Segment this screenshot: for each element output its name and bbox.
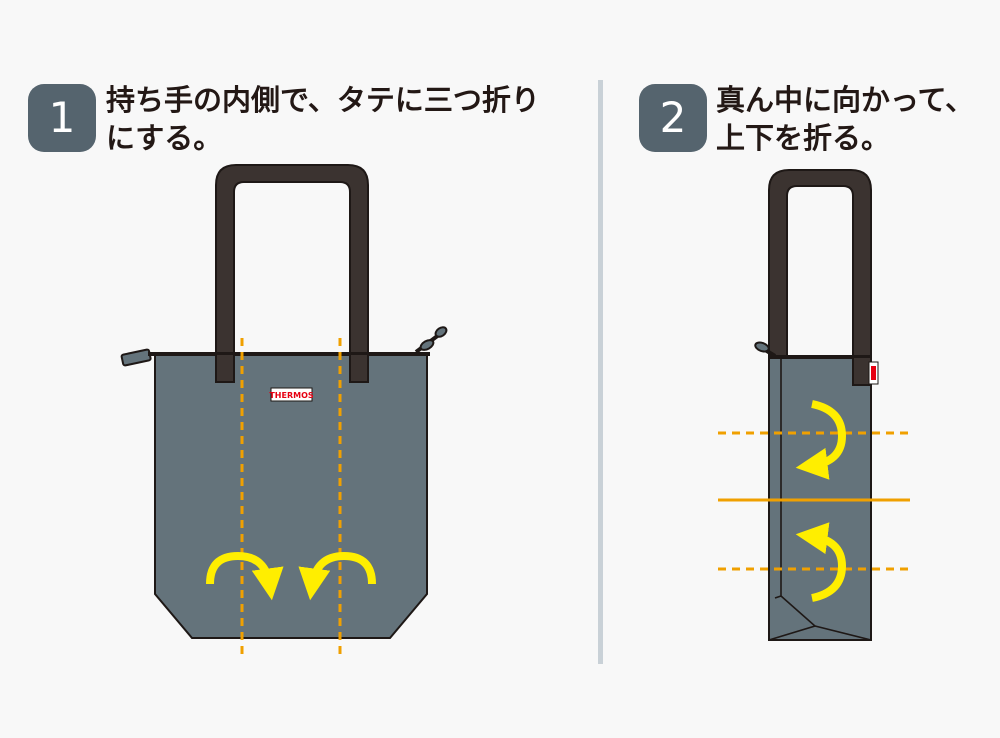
fold-arrow-left [206, 551, 284, 601]
fold-arrow-top [795, 400, 847, 480]
step-1-badge: 1 [28, 84, 96, 152]
bag-handle [215, 164, 369, 383]
brand-tag [868, 361, 879, 385]
step-2-badge: 2 [639, 84, 707, 152]
fold-arrow-bottom [795, 522, 847, 602]
inner-fold-edge [768, 357, 817, 641]
handle-strap-left [215, 353, 235, 383]
brand-label-text: THERMOS [269, 391, 314, 400]
zipper-pull [754, 341, 777, 358]
divider [598, 80, 603, 664]
zipper-pull-left [120, 348, 152, 367]
bag-handle [768, 169, 872, 385]
brand-label: THERMOS [269, 387, 314, 402]
handle-strap-right [349, 353, 369, 383]
step-1-tote-bag: THERMOS [120, 164, 448, 658]
step-1-instruction-line-1: 持ち手の内側で、タテに三つ折り [106, 83, 540, 117]
step-1-instruction-line-2: にする。 [106, 121, 223, 155]
step-2-instruction-line-2: 上下を折る。 [716, 121, 891, 155]
handle-strap [852, 356, 872, 386]
fold-arrow-right [298, 551, 376, 601]
step-2-folded-bag [718, 169, 910, 641]
zipper-pull-right [414, 326, 448, 354]
step-2-instruction-line-1: 真ん中に向かって、 [716, 83, 975, 117]
